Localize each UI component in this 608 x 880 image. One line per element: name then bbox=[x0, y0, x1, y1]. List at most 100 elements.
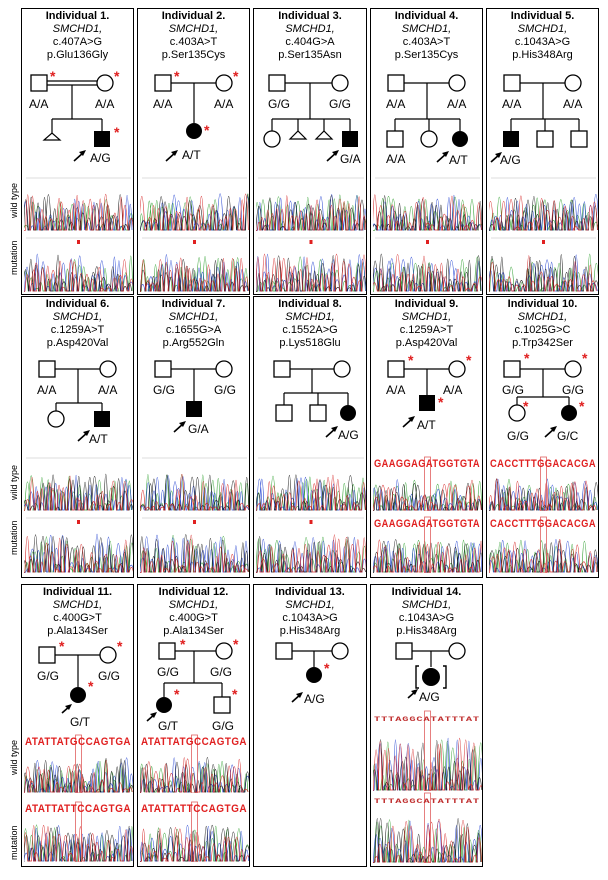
cdna-change: c.407A>G bbox=[52, 36, 103, 48]
chromatogram-wild-type bbox=[140, 455, 249, 511]
cdna-change: c.1043A>G bbox=[398, 612, 455, 624]
pedigree: G/G G/G G/A bbox=[263, 74, 361, 166]
gene-name: SMCHD1, bbox=[52, 311, 103, 323]
protein-change: p.Ser135Cys bbox=[161, 49, 226, 61]
mother-symbol bbox=[448, 642, 466, 660]
genotype-mother: G/G bbox=[214, 383, 236, 397]
father-symbol bbox=[30, 74, 48, 92]
variant-asterisk: * bbox=[59, 638, 65, 654]
genotype-father: A/A bbox=[386, 383, 405, 397]
panel-individual-4: Individual 4. SMCHD1, c.403A>T p.Ser135C… bbox=[370, 8, 483, 295]
variant-asterisk: * bbox=[117, 638, 123, 654]
gene-name: SMCHD1, bbox=[168, 599, 219, 611]
panel-individual-10: Individual 10. SMCHD1, c.1025G>C p.Trp34… bbox=[486, 296, 599, 578]
mother-symbol bbox=[215, 642, 233, 660]
pedigree: A/A A/A A/A A/T bbox=[386, 74, 468, 167]
panel-title: Individual 3. bbox=[278, 10, 342, 22]
father-symbol bbox=[154, 74, 172, 92]
genotype-father: A/A bbox=[153, 97, 172, 111]
chromatogram-mutation: CACCTTTGGACACGA bbox=[489, 515, 598, 573]
cdna-change: c.1025G>C bbox=[514, 324, 571, 336]
panel-title: Individual 10. bbox=[507, 298, 578, 310]
chromatogram-wild-type bbox=[140, 175, 249, 231]
chromatogram-wild-type bbox=[489, 175, 598, 231]
proband-symbol bbox=[342, 131, 358, 147]
protein-change: p.Ala134Ser bbox=[163, 625, 224, 637]
row-label-mutation: mutation bbox=[9, 240, 19, 275]
protein-change: p.Ser135Cys bbox=[394, 49, 459, 61]
genotype-father: G/G bbox=[157, 665, 179, 679]
sequence-base-calls: ATATTATGCCAGTGA bbox=[141, 736, 247, 748]
proband-symbol bbox=[94, 411, 110, 427]
proband-symbol bbox=[70, 687, 86, 703]
pedigree: A/G bbox=[395, 642, 466, 704]
mother-symbol bbox=[564, 74, 582, 92]
gene-name: SMCHD1, bbox=[285, 311, 335, 323]
genotype-father: G/G bbox=[153, 383, 175, 397]
genotype-proband: A/T bbox=[449, 153, 468, 167]
gene-name: SMCHD1, bbox=[168, 23, 219, 35]
panel-individual-9: Individual 9. SMCHD1, c.1259A>T p.Asp420… bbox=[370, 296, 483, 578]
chromatogram-wild-type bbox=[24, 455, 133, 511]
panel-title: Individual 12. bbox=[158, 586, 229, 598]
genotype-mother: A/A bbox=[563, 97, 582, 111]
chromatogram-mutation: GAAGGAGATGGTGTA bbox=[373, 515, 482, 573]
panel-individual-5: Individual 5. SMCHD1, c.1043A>G p.His348… bbox=[486, 8, 599, 295]
proband-symbol bbox=[561, 405, 577, 421]
genotype-proband: A/T bbox=[89, 432, 108, 446]
genotype-proband: G/A bbox=[188, 422, 209, 436]
sibling-symbol bbox=[386, 130, 404, 148]
genotype-father: G/G bbox=[502, 383, 524, 397]
father-symbol bbox=[275, 642, 293, 660]
genotype-mother: A/A bbox=[447, 97, 466, 111]
genotype-father: A/A bbox=[386, 97, 405, 111]
proband-symbol bbox=[503, 131, 519, 147]
pedigree: A/G bbox=[273, 360, 359, 442]
genotype-sibling: G/G bbox=[507, 429, 529, 443]
sibling-symbol bbox=[536, 130, 554, 148]
variant-asterisk: * bbox=[582, 350, 588, 366]
chromatogram-wild-type bbox=[256, 455, 366, 511]
proband-symbol bbox=[156, 697, 172, 713]
chromatogram-mutation: TTTAGGCATATTTAT bbox=[373, 791, 482, 863]
variant-asterisk: * bbox=[180, 636, 186, 652]
genotype-sibling: G/G bbox=[212, 719, 234, 733]
genotype-father: A/A bbox=[37, 383, 56, 397]
protein-change: p.Asp420Val bbox=[395, 337, 458, 349]
genotype-mother: A/A bbox=[443, 383, 462, 397]
gene-name: SMCHD1, bbox=[401, 23, 452, 35]
sequence-base-calls: ATATTATTCCAGTGA bbox=[25, 803, 131, 815]
gene-name: SMCHD1, bbox=[401, 311, 452, 323]
cdna-change: c.403A>T bbox=[402, 36, 451, 48]
pedigree: * * A/A A/A * A/T bbox=[386, 352, 472, 432]
genotype-proband: G/T bbox=[158, 719, 179, 733]
genotype-mother: A/A bbox=[98, 383, 117, 397]
genotype-father: A/A bbox=[502, 97, 521, 111]
genotype-proband: A/G bbox=[500, 153, 521, 167]
proband-symbol bbox=[186, 123, 202, 139]
genotype-father: G/G bbox=[37, 669, 59, 683]
proband-symbol bbox=[94, 131, 110, 147]
protein-change: p.Lys518Glu bbox=[279, 337, 341, 349]
adoption-bracket bbox=[443, 665, 447, 689]
variant-asterisk: * bbox=[174, 68, 180, 84]
panel-title: Individual 14. bbox=[391, 586, 462, 598]
sibling-symbol bbox=[47, 410, 65, 428]
variant-asterisk: * bbox=[438, 394, 444, 410]
protein-change: p.Trp342Ser bbox=[512, 337, 573, 349]
gene-name: SMCHD1, bbox=[285, 599, 335, 611]
chromatogram-wild-type bbox=[256, 175, 366, 231]
chromatogram-wild-type: CACCTTTGGACACGA bbox=[489, 455, 598, 511]
proband-symbol bbox=[306, 667, 322, 683]
variant-asterisk: * bbox=[524, 350, 530, 366]
gene-name: SMCHD1, bbox=[517, 311, 568, 323]
genotype-proband: A/G bbox=[304, 692, 325, 706]
father-symbol bbox=[395, 642, 413, 660]
chromatogram-wild-type: ATATTATGCCAGTGA bbox=[24, 733, 133, 793]
chromatogram-mutation bbox=[489, 235, 598, 292]
genotype-proband: A/G bbox=[90, 151, 111, 165]
mother-symbol bbox=[564, 360, 582, 378]
gene-name: SMCHD1, bbox=[401, 599, 452, 611]
chromatogram-mutation bbox=[373, 235, 482, 292]
chromatogram-mutation bbox=[256, 235, 366, 292]
